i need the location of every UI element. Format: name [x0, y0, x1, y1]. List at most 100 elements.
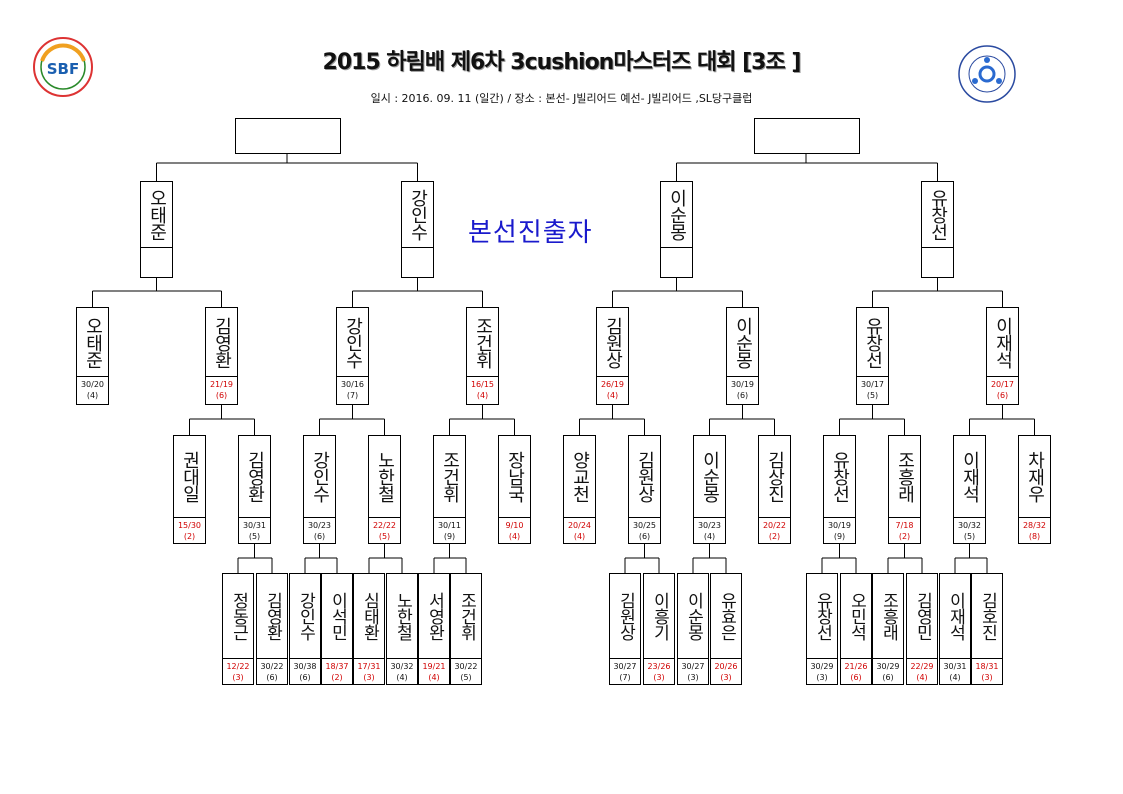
- inning-count: (3): [720, 673, 732, 682]
- score-box: 15/30(2): [173, 518, 206, 544]
- inning-count: (5): [866, 391, 879, 400]
- player-name-box: 이재석: [953, 435, 986, 518]
- score-box: 9/10(4): [498, 518, 531, 544]
- match-score: 30/32: [957, 521, 982, 530]
- match-score: 30/20: [80, 380, 105, 389]
- match-score: 30/27: [681, 662, 705, 671]
- player-name-box: 차재우: [1018, 435, 1051, 518]
- finalist-box: [754, 118, 860, 154]
- inning-count: (4): [508, 532, 521, 541]
- player-name: 권대일: [179, 451, 201, 502]
- player-name: 서영완: [424, 592, 445, 640]
- score-box: 30/29(3): [806, 659, 838, 685]
- inning-count: (6): [313, 532, 326, 541]
- inning-count: (3): [981, 673, 993, 682]
- player-name-box: 이순몽: [677, 573, 709, 659]
- player-name: 김호진: [977, 592, 998, 640]
- player-name-box: 강인수: [401, 181, 434, 248]
- inning-count: (3): [653, 673, 665, 682]
- player-name-box: 이재석: [939, 573, 971, 659]
- player-name-box: 심태환: [353, 573, 385, 659]
- player-name-box: 이순몽: [693, 435, 726, 518]
- match-score: 30/31: [242, 521, 267, 530]
- player-name: 조흥래: [894, 451, 916, 502]
- sbf-logo: SBF: [32, 36, 94, 98]
- match-score: 30/23: [697, 521, 722, 530]
- finalist-box: [235, 118, 341, 154]
- score-box: 20/22(2): [758, 518, 791, 544]
- score-box: 30/23(6): [303, 518, 336, 544]
- player-name-box: 김영환: [238, 435, 271, 518]
- player-name-box: 유창선: [856, 307, 889, 377]
- player-name: 노한철: [374, 451, 396, 502]
- player-name-box: 유창선: [823, 435, 856, 518]
- player-name-box: 유창선: [921, 181, 954, 248]
- score-box: 16/15(4): [466, 377, 499, 405]
- player-name: 조건휘: [472, 316, 494, 368]
- inning-count: (4): [86, 391, 99, 400]
- empty-score-box: [921, 248, 954, 278]
- player-name-box: 장남국: [498, 435, 531, 518]
- page-title: 2015 하림배 제6차 3cushion마스터즈 대회 [3조 ]: [322, 50, 802, 75]
- score-box: 30/22(6): [256, 659, 288, 685]
- player-name: 유효은: [716, 592, 737, 640]
- score-box: 30/32(4): [386, 659, 418, 685]
- score-box: 30/20 (4): [76, 377, 109, 405]
- match-score: 7/18: [895, 521, 914, 530]
- player-name-box: 조흥래: [872, 573, 904, 659]
- inning-count: (6): [736, 391, 749, 400]
- score-box: 30/27(3): [677, 659, 709, 685]
- score-box: 7/18 (2): [888, 518, 921, 544]
- inning-count: (8): [1028, 532, 1041, 541]
- inning-count: (7): [346, 391, 359, 400]
- score-box: 30/19(6): [726, 377, 759, 405]
- inning-count: (4): [573, 532, 586, 541]
- player-name-box: 이순몽: [660, 181, 693, 248]
- player-name-box: 노한철: [368, 435, 401, 518]
- player-name-box: 강인수: [336, 307, 369, 377]
- inning-count: (4): [606, 391, 619, 400]
- player-name-box: 조건휘: [450, 573, 482, 659]
- player-name: 조건휘: [456, 592, 477, 640]
- player-name: 강인수: [407, 189, 429, 240]
- player-name-box: 조건휘: [433, 435, 466, 518]
- player-name: 강인수: [342, 316, 364, 368]
- inning-count: (6): [882, 673, 894, 682]
- score-box: 23/26(3): [643, 659, 675, 685]
- match-score: 26/19: [600, 380, 625, 389]
- player-name-box: 정동근: [222, 573, 254, 659]
- match-score: 20/24: [567, 521, 592, 530]
- inning-count: (3): [232, 673, 244, 682]
- player-name: 김영환: [211, 316, 233, 368]
- match-score: 20/22: [762, 521, 787, 530]
- match-score: 30/27: [613, 662, 637, 671]
- inning-count: (6): [850, 673, 862, 682]
- match-score: 30/11: [437, 521, 462, 530]
- player-name: 장남국: [504, 451, 526, 502]
- player-name-box: 김영민: [906, 573, 938, 659]
- match-score: 30/17: [860, 380, 885, 389]
- player-name-box: 이흥기: [643, 573, 675, 659]
- player-name: 이재석: [945, 592, 966, 640]
- match-score: 15/30: [177, 521, 202, 530]
- match-score: 30/25: [632, 521, 657, 530]
- player-name-box: 조흥래: [888, 435, 921, 518]
- inning-count: (9): [833, 532, 846, 541]
- match-score: 17/31: [357, 662, 381, 671]
- score-box: 30/17 (5): [856, 377, 889, 405]
- score-box: 30/31(4): [939, 659, 971, 685]
- player-name: 오태준: [82, 316, 104, 368]
- player-name-box: 김영환: [205, 307, 238, 377]
- player-name-box: 이순몽: [726, 307, 759, 377]
- player-name: 오태준: [146, 189, 168, 240]
- player-name-box: 유효은: [710, 573, 742, 659]
- inning-count: (6): [215, 391, 228, 400]
- player-name: 오민석: [846, 592, 867, 640]
- score-box: 20/26(3): [710, 659, 742, 685]
- inning-count: (2): [898, 532, 911, 541]
- player-name-box: 조건휘: [466, 307, 499, 377]
- player-name-box: 양교천: [563, 435, 596, 518]
- player-name: 이흥기: [649, 592, 670, 640]
- score-box: 30/11(9): [433, 518, 466, 544]
